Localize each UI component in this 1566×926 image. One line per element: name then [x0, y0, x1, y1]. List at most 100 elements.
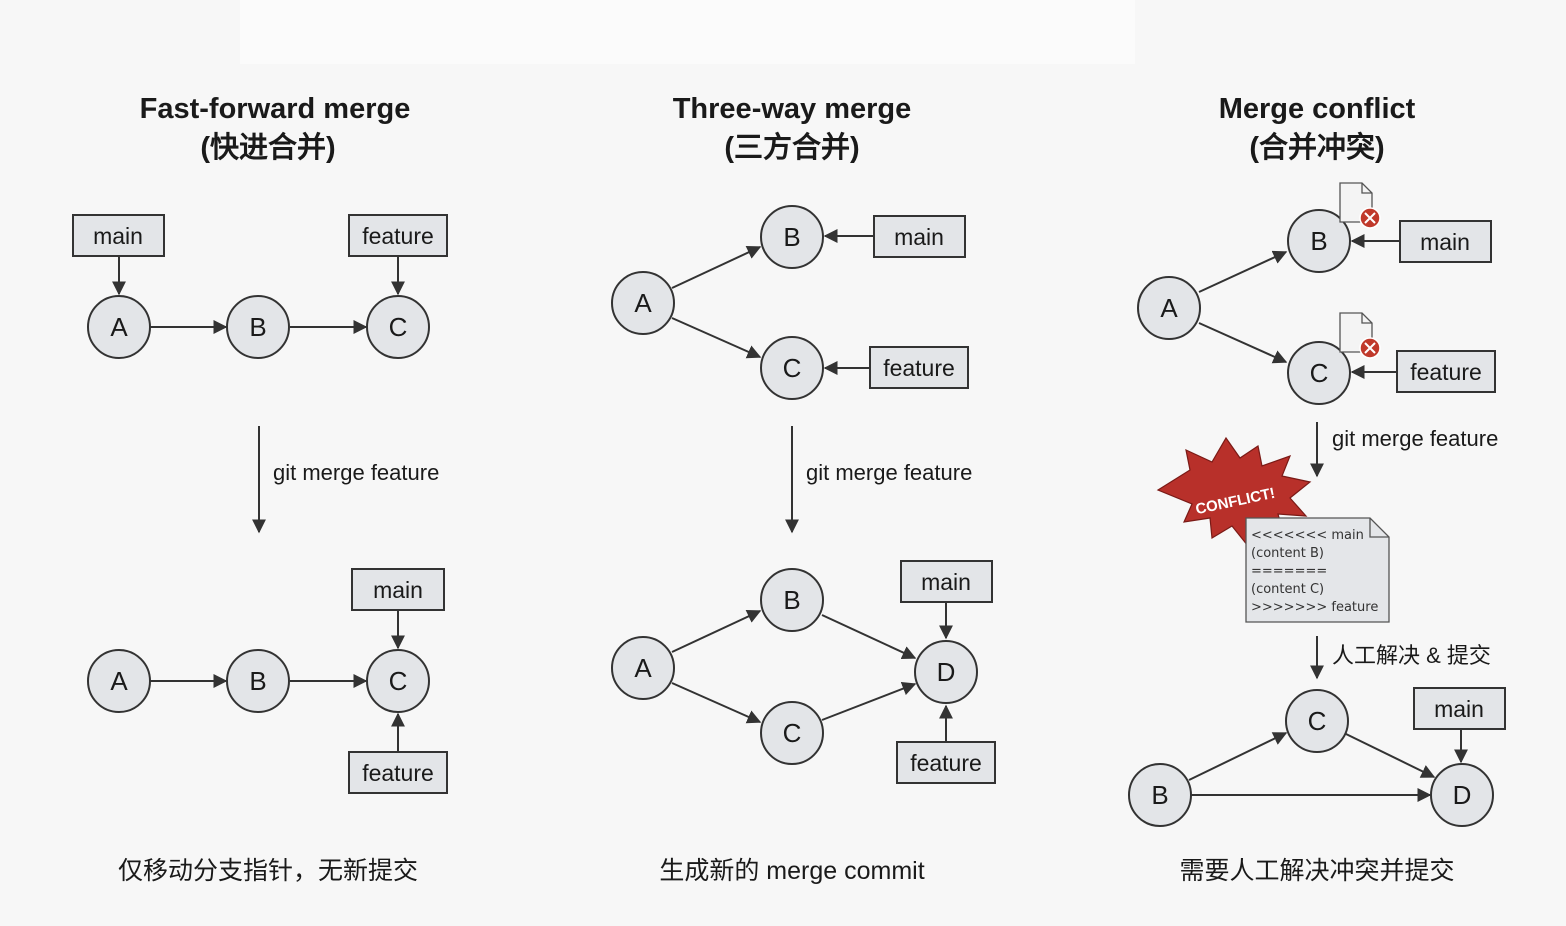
- branch-label-main: [72, 214, 165, 257]
- commit-label: B: [249, 312, 266, 342]
- commit-node-b: [1287, 209, 1351, 273]
- commit-node-b: [760, 205, 824, 269]
- branch-label-text: main: [1434, 696, 1484, 722]
- tw-before-graph: A B C main feature: [611, 205, 969, 400]
- branch-label-main: [351, 568, 445, 611]
- commit-edge: [1198, 322, 1288, 364]
- commit-edge: [821, 614, 917, 660]
- commit-node-b: [760, 568, 824, 632]
- commit-label: C: [1310, 358, 1329, 388]
- commit-node-c: [1287, 341, 1351, 405]
- commit-node-d: [914, 640, 978, 704]
- merge-command: git merge feature: [273, 460, 439, 485]
- top-band: [240, 0, 1135, 64]
- panel-fast-forward: Fast-forward merge (快进合并) main feature A…: [72, 93, 448, 885]
- resolve-step-label: 人工解决 & 提交: [1332, 643, 1491, 668]
- panel-caption: 仅移动分支指针，无新提交: [118, 857, 418, 885]
- conflict-file-line: (content C): [1251, 582, 1324, 597]
- commit-node-a: [87, 649, 151, 713]
- tw-after-graph: A B C D main feature: [611, 560, 996, 784]
- panel-subtitle: (快进合并): [200, 131, 335, 164]
- branch-label-text: main: [373, 577, 423, 603]
- commit-label: B: [249, 666, 266, 696]
- commit-edge: [671, 245, 762, 289]
- commit-label: C: [389, 312, 408, 342]
- branch-label-text: main: [921, 569, 971, 595]
- commit-edge: [821, 682, 917, 721]
- commit-node-c: [366, 295, 430, 359]
- merge-command: git merge feature: [806, 460, 972, 485]
- conflict-file-line: <<<<<<< main: [1251, 528, 1364, 543]
- commit-node-a: [611, 636, 675, 700]
- commit-node-c: [760, 336, 824, 400]
- branch-label-main: [1413, 687, 1506, 730]
- commit-node-b: [1128, 763, 1192, 827]
- commit-label: B: [1310, 226, 1327, 256]
- commit-label: D: [937, 657, 956, 687]
- panel-merge-conflict: Merge conflict (合并冲突) A B C: [1128, 93, 1506, 885]
- commit-label: A: [1160, 293, 1178, 323]
- commit-node-a: [611, 271, 675, 335]
- commit-label: A: [634, 288, 652, 318]
- branch-label-main: [873, 215, 966, 258]
- commit-node-a: [1137, 276, 1201, 340]
- commit-edge: [1345, 733, 1436, 778]
- commit-edge: [1188, 732, 1288, 781]
- branch-label-feature: [896, 741, 996, 784]
- branch-label-text: main: [1420, 229, 1470, 255]
- branch-label-text: main: [93, 223, 143, 249]
- conflict-file-line: =======: [1251, 564, 1327, 579]
- panel-caption: 生成新的 merge commit: [659, 857, 924, 885]
- merge-command: git merge feature: [1332, 426, 1498, 451]
- commit-edge: [671, 609, 762, 653]
- branch-label-text: feature: [1410, 359, 1482, 385]
- branch-label-text: feature: [910, 750, 982, 776]
- branch-label-feature: [869, 346, 969, 389]
- panel-three-way: Three-way merge (三方合并) A B C main featur…: [611, 93, 996, 885]
- panel-caption: 需要人工解决冲突并提交: [1179, 857, 1454, 885]
- commit-label: A: [110, 666, 128, 696]
- commit-label: C: [783, 353, 802, 383]
- commit-label: B: [783, 222, 800, 252]
- conflict-file-line: (content B): [1251, 546, 1324, 561]
- commit-node-a: [87, 295, 151, 359]
- commit-label: B: [1151, 780, 1168, 810]
- panel-title: Three-way merge: [673, 93, 912, 125]
- commit-label: C: [389, 666, 408, 696]
- commit-edge: [1198, 250, 1288, 293]
- conflict-file-line: >>>>>>> feature: [1251, 600, 1378, 615]
- commit-edge: [671, 317, 762, 359]
- branch-label-text: feature: [362, 223, 434, 249]
- commit-label: C: [1308, 706, 1327, 736]
- commit-node-c: [760, 701, 824, 765]
- branch-label-main: [1399, 220, 1492, 263]
- panel-title: Fast-forward merge: [140, 93, 411, 125]
- commit-label: A: [634, 653, 652, 683]
- commit-label: A: [110, 312, 128, 342]
- commit-label: B: [783, 585, 800, 615]
- commit-node-b: [226, 295, 290, 359]
- commit-edge: [671, 682, 762, 724]
- ff-before-graph: main feature A B C: [72, 214, 448, 359]
- panel-subtitle: (三方合并): [724, 130, 859, 164]
- branch-label-text: feature: [362, 760, 434, 786]
- commit-node-d: [1430, 763, 1494, 827]
- panel-subtitle: (合并冲突): [1249, 130, 1384, 164]
- branch-label-text: feature: [883, 355, 955, 381]
- commit-node-c: [366, 649, 430, 713]
- commit-label: D: [1453, 780, 1472, 810]
- panel-title: Merge conflict: [1219, 93, 1416, 125]
- conflict-file-document: <<<<<<< main (content B) ======= (conten…: [1245, 517, 1390, 623]
- commit-node-c: [1285, 689, 1349, 753]
- conflict-x-icon: [1359, 207, 1381, 229]
- commit-node-b: [226, 649, 290, 713]
- branch-label-feature: [1396, 350, 1496, 393]
- commit-label: C: [783, 718, 802, 748]
- branch-label-feature: [348, 751, 448, 794]
- mc-after-graph: B C D main: [1128, 687, 1506, 827]
- conflict-x-icon: [1359, 337, 1381, 359]
- branch-label-feature: [348, 214, 448, 257]
- mc-before-graph: A B C: [1137, 182, 1496, 405]
